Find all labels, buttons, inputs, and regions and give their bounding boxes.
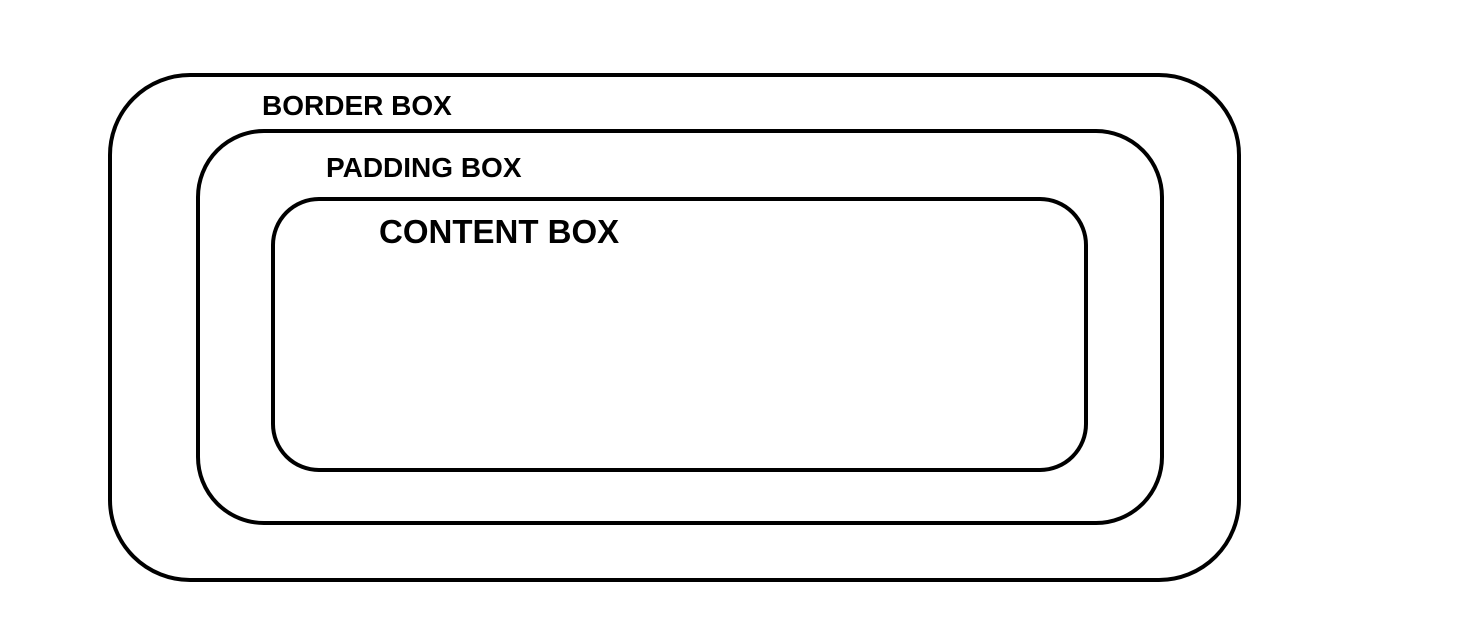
padding-box-label: PADDING BOX [326, 152, 522, 183]
content-box-label: CONTENT BOX [379, 213, 620, 250]
border-box-label: BORDER BOX [262, 90, 452, 121]
border-box-outline [108, 73, 1241, 582]
content-box-outline [271, 197, 1088, 472]
padding-box-outline [196, 129, 1164, 525]
